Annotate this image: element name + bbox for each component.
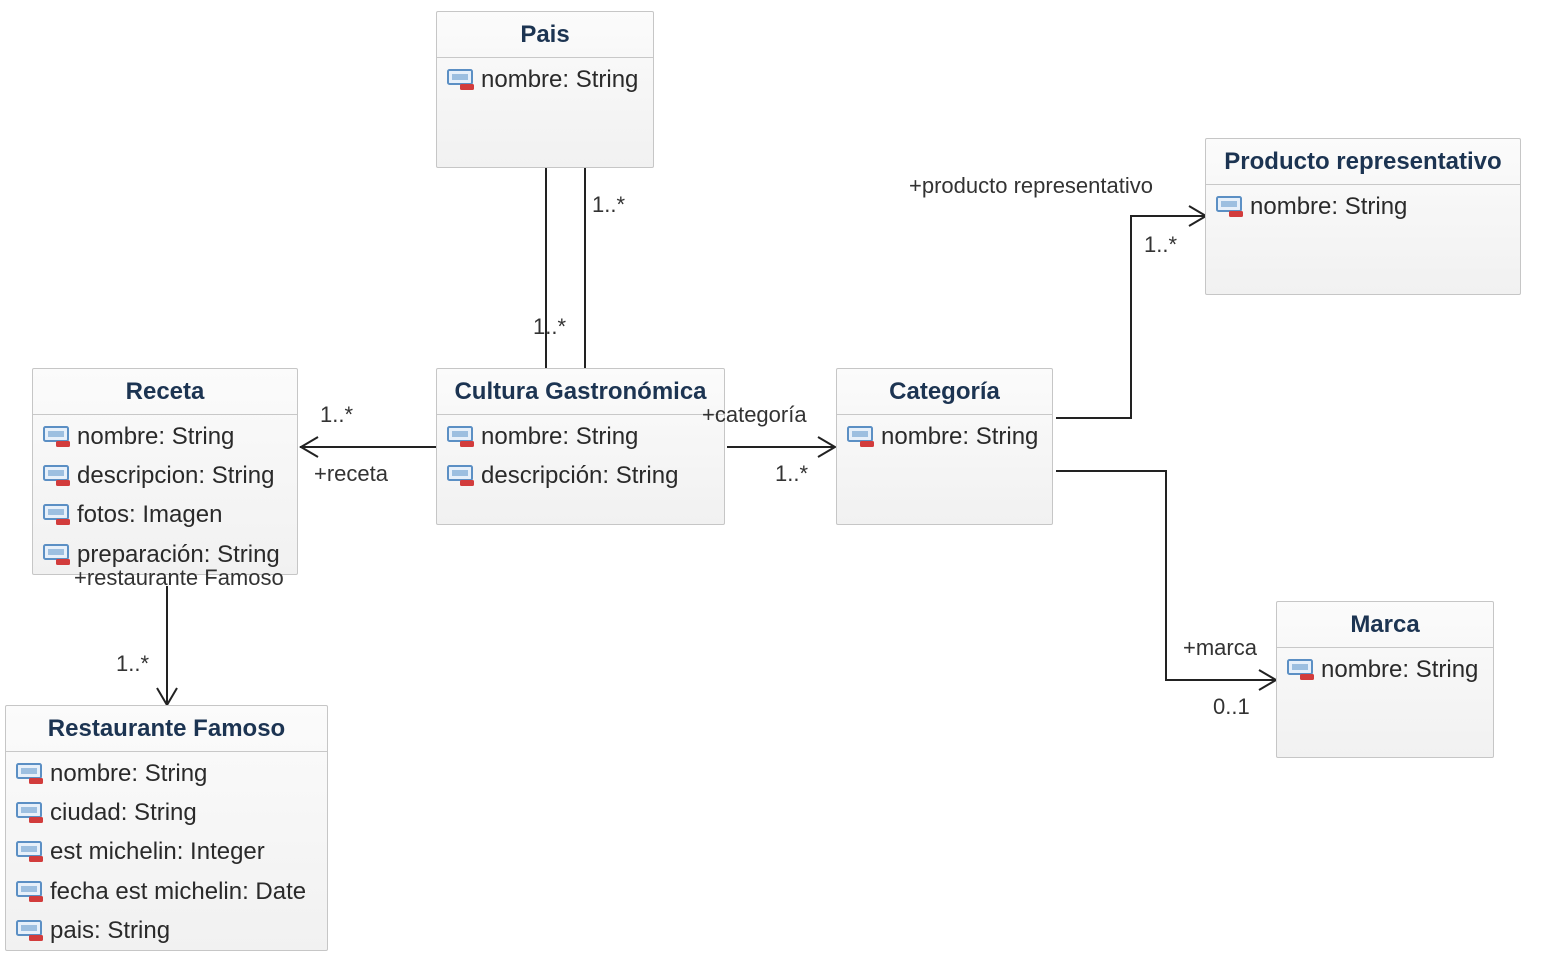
attribute-row[interactable]: nombre: String [33, 417, 297, 456]
attribute-row[interactable]: ciudad: String [6, 793, 327, 832]
attribute-row[interactable]: nombre: String [6, 754, 327, 793]
class-title-marca: Marca [1277, 602, 1493, 648]
class-restaurante-famoso[interactable]: Restaurante Famoso nombre: String ciudad… [5, 705, 328, 951]
attribute-icon [43, 504, 70, 526]
attribute-list-receta: nombre: String descripcion: String fotos… [33, 415, 297, 575]
class-title-producto: Producto representativo [1206, 139, 1520, 185]
role-categoria: +categoría [702, 402, 807, 427]
class-title-restaurante: Restaurante Famoso [6, 706, 327, 752]
class-title-receta: Receta [33, 369, 297, 415]
attribute-text: nombre: String [1250, 192, 1408, 220]
attribute-text: nombre: String [481, 422, 639, 450]
attribute-text: nombre: String [881, 422, 1039, 450]
attribute-text: nombre: String [50, 759, 208, 787]
attribute-icon [1287, 658, 1314, 680]
attribute-icon [16, 802, 43, 824]
attribute-icon [1216, 195, 1243, 217]
attribute-row[interactable]: pais: String [6, 912, 327, 951]
attribute-text: nombre: String [77, 422, 235, 450]
attribute-icon [847, 425, 874, 447]
connector-categoria-marca [1056, 470, 1276, 681]
attribute-row[interactable]: preparación: String [33, 535, 297, 574]
attribute-list-pais: nombre: String [437, 58, 653, 99]
attribute-text: est michelin: Integer [50, 838, 265, 866]
attribute-text: fotos: Imagen [77, 501, 223, 529]
attribute-list-restaurante: nombre: String ciudad: String est michel… [6, 752, 327, 951]
attribute-icon [16, 762, 43, 784]
class-categoria[interactable]: Categoría nombre: String [836, 368, 1053, 525]
role-marca: +marca [1183, 635, 1257, 660]
class-title-categoria: Categoría [837, 369, 1052, 415]
attribute-text: ciudad: String [50, 799, 197, 827]
attribute-list-categoria: nombre: String [837, 415, 1052, 456]
class-title-cultura: Cultura Gastronómica [437, 369, 724, 415]
multiplicity-marca: 0..1 [1213, 694, 1250, 719]
role-receta: +receta [314, 461, 388, 486]
attribute-icon [43, 465, 70, 487]
attribute-row[interactable]: nombre: String [437, 417, 724, 456]
attribute-row[interactable]: est michelin: Integer [6, 833, 327, 872]
multiplicity-producto: 1..* [1144, 232, 1178, 257]
attribute-list-marca: nombre: String [1277, 648, 1493, 689]
attribute-row[interactable]: fotos: Imagen [33, 496, 297, 535]
attribute-text: pais: String [50, 917, 171, 945]
role-producto-representativo: +producto representativo [909, 173, 1153, 198]
attribute-row[interactable]: fecha est michelin: Date [6, 872, 327, 911]
multiplicity-restaurante: 1..* [116, 651, 150, 676]
attribute-list-producto: nombre: String [1206, 185, 1520, 226]
attribute-text: preparación: String [77, 540, 280, 568]
multiplicity-cultura-end: 1..* [533, 314, 567, 339]
attribute-text: descripción: String [481, 462, 679, 490]
attribute-row[interactable]: descripcion: String [33, 456, 297, 495]
attribute-icon [16, 880, 43, 902]
multiplicity-categoria: 1..* [775, 461, 809, 486]
attribute-icon [447, 68, 474, 90]
attribute-row[interactable]: nombre: String [1277, 650, 1493, 689]
attribute-row[interactable]: descripción: String [437, 456, 724, 495]
attribute-text: nombre: String [481, 65, 639, 93]
attribute-row[interactable]: nombre: String [1206, 187, 1520, 226]
attribute-icon [447, 465, 474, 487]
multiplicity-pais-end: 1..* [592, 192, 626, 217]
role-restaurante-famoso: +restaurante Famoso [74, 565, 284, 590]
arrowhead-receta [299, 436, 319, 458]
multiplicity-receta: 1..* [320, 402, 354, 427]
connector-categoria-producto [1056, 215, 1206, 419]
class-cultura-gastronomica[interactable]: Cultura Gastronómica nombre: String desc… [436, 368, 725, 525]
arrowhead-categoria [817, 436, 837, 458]
attribute-row[interactable]: nombre: String [437, 60, 653, 99]
class-title-pais: Pais [437, 12, 653, 58]
attribute-list-cultura: nombre: String descripción: String [437, 415, 724, 496]
attribute-text: nombre: String [1321, 655, 1479, 683]
class-pais[interactable]: Pais nombre: String [436, 11, 654, 168]
attribute-icon [16, 841, 43, 863]
attribute-row[interactable]: nombre: String [837, 417, 1052, 456]
class-producto-representativo[interactable]: Producto representativo nombre: String [1205, 138, 1521, 295]
class-marca[interactable]: Marca nombre: String [1276, 601, 1494, 758]
class-receta[interactable]: Receta nombre: String descripcion: Strin… [32, 368, 298, 575]
attribute-text: fecha est michelin: Date [50, 877, 307, 905]
attribute-icon [16, 920, 43, 942]
attribute-text: descripcion: String [77, 462, 275, 490]
attribute-icon [43, 425, 70, 447]
attribute-icon [447, 425, 474, 447]
attribute-icon [43, 543, 70, 565]
